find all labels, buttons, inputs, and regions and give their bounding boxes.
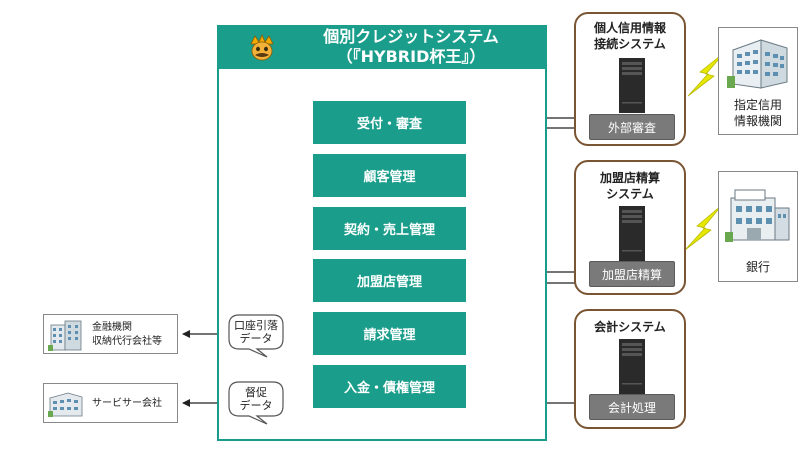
credit-system-header: 個別クレジットシステム （『HYBRID杯王』） [217,25,547,69]
bubble-text-line2: データ [239,399,273,412]
speech-bubble-shape [228,314,284,358]
institution-bank[interactable]: 銀行 [718,171,798,282]
bank-building-icon [725,189,790,242]
ext-title-line2: システム [606,187,654,201]
entity-servicer-company[interactable]: サービサー会社 [43,383,178,423]
external-system-merchant-settlement[interactable]: 加盟店精算 システム 加盟店精算 [574,160,686,295]
entity-label-line1: 金融機関 [92,322,132,333]
institution-label-line2: 情報機関 [733,114,782,128]
system-title-line1: 個別クレジットシステム [323,27,499,46]
ext-label-merchant-settlement: 加盟店精算 [589,261,675,287]
bubble-debit-data: 口座引落 データ [227,313,285,358]
module-screening[interactable]: 受付・審査 [313,101,466,144]
module-receivables[interactable]: 入金・債権管理 [313,365,466,408]
server-icon [619,206,645,261]
system-title-line2: （『HYBRID杯王』） [336,47,486,66]
speech-bubble-shape [228,381,284,425]
ext-label-accounting: 会計処理 [589,394,675,420]
institution-credit-bureau[interactable]: 指定信用 情報機関 [718,27,798,135]
ext-title-line1: 会計システム [594,320,666,334]
institution-label-line1: 指定信用 [733,98,782,112]
entity-label-line2: 収納代行会社等 [92,336,162,347]
server-icon [619,58,645,113]
ext-title-line1: 個人信用情報 [593,21,666,35]
module-contract-sales[interactable]: 契約・売上管理 [313,207,466,250]
module-merchant-management[interactable]: 加盟店管理 [313,259,466,302]
mascot-icon [250,33,274,61]
module-billing[interactable]: 請求管理 [313,312,466,355]
module-label: 加盟店管理 [356,275,422,290]
ext-title-line1: 加盟店精算 [599,171,660,185]
module-label: 顧客管理 [363,170,416,185]
ext-label-external-screening: 外部審査 [589,114,675,140]
module-label: 受付・審査 [356,117,422,132]
office-building-icon [727,39,788,89]
ext-title-line2: 接続システム [594,37,666,51]
module-label: 入金・債権管理 [343,381,435,396]
bubble-dunning-data: 督促 データ [227,380,285,425]
bubble-text-line2: データ [239,332,273,345]
module-customer-management[interactable]: 顧客管理 [313,154,466,197]
entity-financial-institutions[interactable]: 金融機関 収納代行会社等 [43,314,178,354]
server-icon [619,339,645,394]
lightning-bolt-icon-1 [687,51,726,97]
external-system-accounting[interactable]: 会計システム 会計処理 [574,309,686,429]
module-label: 請求管理 [363,328,416,343]
external-system-credit-info[interactable]: 個人信用情報 接続システム 外部審査 [574,12,686,146]
office-building-icon [48,320,82,351]
office-building-icon [48,392,83,417]
module-label: 契約・売上管理 [343,223,435,238]
bubble-text-line1: 口座引落 [234,319,278,332]
bubble-text-line1: 督促 [245,386,267,399]
institution-label-line1: 銀行 [745,260,770,274]
entity-label-line1: サービサー会社 [92,398,162,409]
lightning-bolt-icon-2 [684,204,723,251]
